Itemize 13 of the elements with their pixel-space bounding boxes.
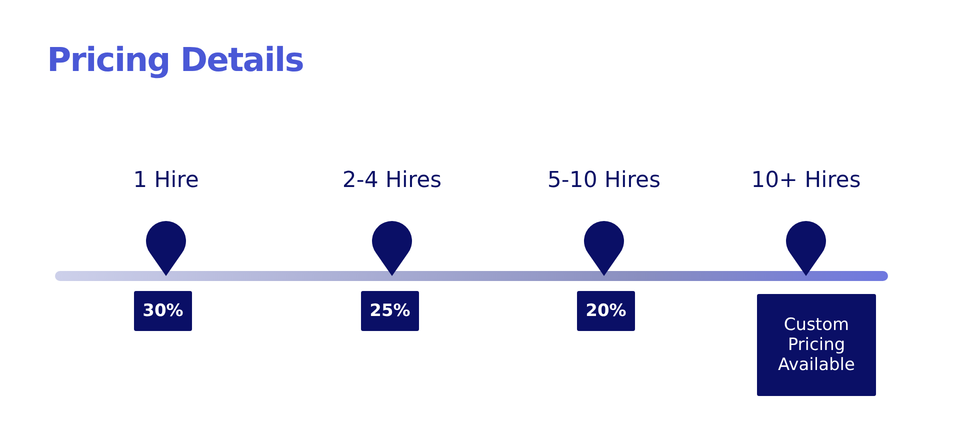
tier-label: 2-4 Hires bbox=[341, 168, 443, 193]
title: Pricing Details bbox=[47, 40, 304, 79]
price-box bbox=[134, 291, 192, 331]
discount-text: 20% bbox=[586, 301, 626, 321]
price-note: Custom Pricing Available bbox=[777, 315, 856, 375]
tier-label: 10+ Hires bbox=[750, 168, 862, 193]
tier-label: 5-10 Hires bbox=[546, 168, 662, 193]
price-box bbox=[577, 291, 635, 331]
tier-label: 1 Hire bbox=[132, 168, 200, 193]
price-box bbox=[361, 291, 419, 331]
discount-text: 25% bbox=[370, 301, 410, 321]
discount-text: 30% bbox=[142, 301, 184, 321]
price-box bbox=[757, 294, 876, 396]
